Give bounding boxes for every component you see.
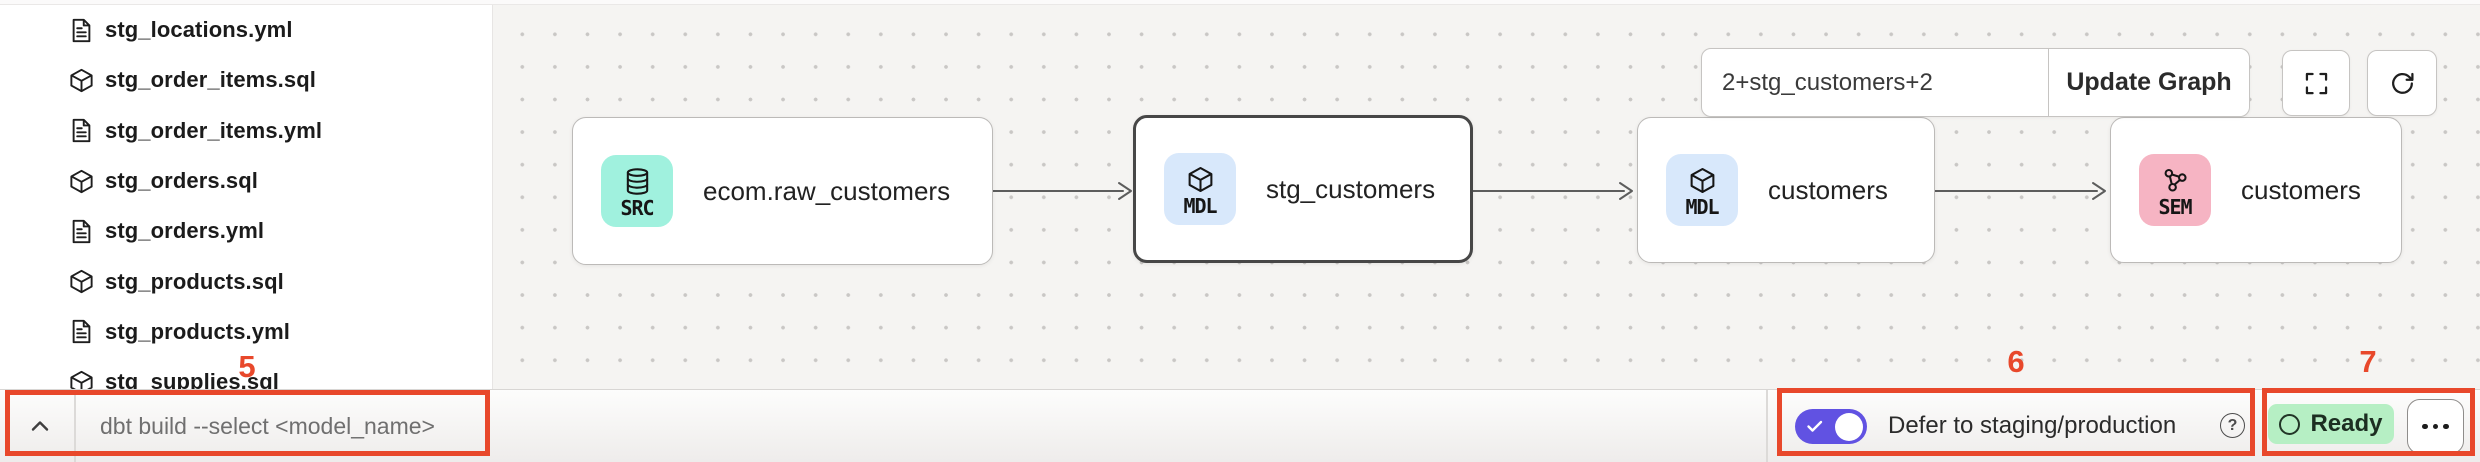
document-icon — [68, 17, 95, 44]
badge-label: MDL — [1685, 195, 1719, 219]
model-cube-icon — [68, 268, 95, 295]
cube-icon — [1690, 167, 1714, 194]
fullscreen-icon — [2305, 72, 2327, 94]
model-badge: MDL — [1164, 153, 1236, 225]
file-row-stg-products-yml[interactable]: stg_products.yml — [0, 307, 492, 357]
chevron-up-icon — [31, 421, 49, 431]
status-label: Ready — [2310, 410, 2383, 437]
expand-command-panel-button[interactable] — [18, 390, 62, 462]
graph-selector-group: Update Graph — [1701, 48, 2250, 117]
file-row-stg-orders-yml[interactable]: stg_orders.yml — [0, 206, 492, 256]
file-name: stg_orders.yml — [105, 218, 265, 244]
badge-label: SRC — [620, 196, 654, 220]
database-icon — [626, 168, 648, 195]
ellipsis-icon — [2443, 423, 2449, 430]
more-options-button[interactable] — [2407, 399, 2464, 454]
file-name: stg_orders.sql — [105, 168, 259, 194]
defer-toggle[interactable] — [1795, 409, 1867, 444]
graph-node-customers-model[interactable]: MDL customers — [1637, 117, 1935, 263]
help-icon[interactable]: ? — [2220, 413, 2245, 438]
bar-divider — [1766, 390, 1768, 462]
graph-node-source-raw-customers[interactable]: SRC ecom.raw_customers — [572, 117, 993, 265]
source-badge: SRC — [601, 155, 673, 227]
file-name: stg_order_items.sql — [105, 67, 316, 93]
node-label: customers — [2241, 174, 2361, 205]
status-badge[interactable]: Ready — [2268, 404, 2394, 444]
node-label: stg_customers — [1266, 173, 1436, 204]
model-cube-icon — [68, 168, 95, 195]
file-list: stg_locations.yml stg_order_items.sql st… — [0, 5, 492, 389]
file-row-stg-order-items-yml[interactable]: stg_order_items.yml — [0, 106, 492, 156]
top-divider — [0, 0, 2480, 5]
fullscreen-button[interactable] — [2282, 50, 2350, 116]
model-cube-icon — [68, 67, 95, 94]
node-label: ecom.raw_customers — [703, 175, 951, 206]
semantic-badge: SEM — [2139, 154, 2211, 226]
file-name: stg_products.yml — [105, 318, 290, 344]
graph-node-customers-semantic[interactable]: SEM customers — [2110, 117, 2402, 263]
file-name: stg_order_items.yml — [105, 117, 323, 143]
file-name: stg_products.sql — [105, 268, 284, 294]
refresh-graph-button[interactable] — [2367, 50, 2437, 116]
bar-divider — [74, 390, 76, 462]
refresh-icon — [2391, 72, 2414, 94]
file-explorer-sidebar: stg_locations.yml stg_order_items.sql st… — [0, 0, 493, 389]
document-icon — [68, 218, 95, 245]
defer-label: Defer to staging/production — [1888, 412, 2177, 439]
document-icon — [68, 318, 95, 345]
file-name: stg_supplies.sql — [105, 369, 279, 389]
ellipsis-icon — [2422, 423, 2428, 430]
toggle-knob — [1835, 412, 1863, 441]
model-badge: MDL — [1666, 154, 1738, 226]
file-name: stg_locations.yml — [105, 17, 293, 43]
status-circle-icon — [2279, 413, 2301, 435]
ellipsis-icon — [2432, 423, 2439, 430]
node-label: customers — [1768, 174, 1888, 205]
lineage-graph-canvas[interactable]: SRC ecom.raw_customers MDL stg_customers… — [493, 0, 2480, 389]
file-row-stg-orders-sql[interactable]: stg_orders.sql — [0, 156, 492, 206]
file-row-stg-locations-yml[interactable]: stg_locations.yml — [0, 5, 492, 55]
model-cube-icon — [68, 369, 95, 389]
file-row-stg-order-items-sql[interactable]: stg_order_items.sql — [0, 55, 492, 105]
lineage-edges — [992, 182, 2106, 200]
update-graph-button[interactable]: Update Graph — [2049, 49, 2249, 116]
graph-node-stg-customers[interactable]: MDL stg_customers — [1133, 115, 1473, 263]
file-row-partial[interactable]: stg_supplies.sql — [0, 357, 492, 389]
cube-icon — [1188, 166, 1212, 193]
badge-label: SEM — [2158, 195, 2192, 219]
badge-label: MDL — [1183, 194, 1217, 218]
semantic-graph-icon — [2164, 168, 2187, 192]
file-row-stg-products-sql[interactable]: stg_products.sql — [0, 256, 492, 306]
dbt-command-input[interactable] — [100, 390, 1700, 462]
bottom-command-bar: Defer to staging/production ? Ready — [0, 389, 2480, 462]
check-icon — [1807, 420, 1823, 432]
document-icon — [68, 117, 95, 144]
graph-selector-input[interactable] — [1702, 49, 2049, 116]
